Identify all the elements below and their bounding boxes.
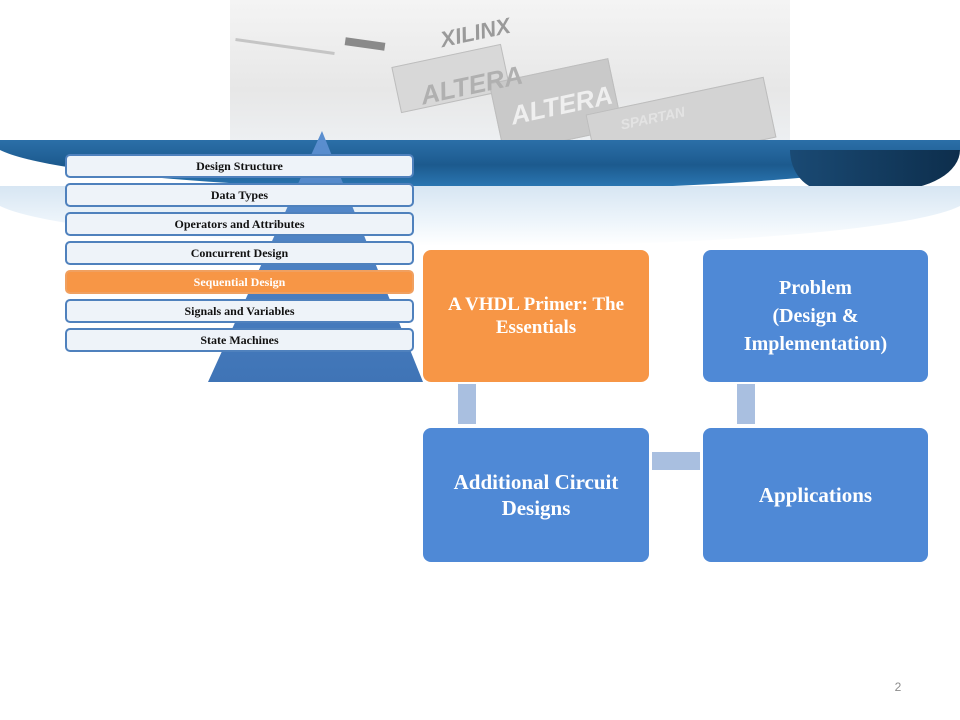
page-number: 2	[894, 680, 902, 694]
pyramid-layer: Sequential Design	[65, 270, 414, 294]
primer-label: A VHDL Primer: The Essentials	[447, 294, 625, 338]
pyramid-layer: Data Types	[65, 183, 414, 207]
applications-label: Applications	[758, 482, 873, 507]
pyramid-layer: State Machines	[65, 328, 414, 352]
connector-primer-additional	[458, 384, 476, 424]
pyramid-layer: Concurrent Design	[65, 241, 414, 265]
pyramid-layer: Signals and Variables	[65, 299, 414, 323]
pyramid-layer: Operators and Attributes	[65, 212, 414, 236]
primer-box: A VHDL Primer: The Essentials	[423, 250, 649, 382]
problem-subtitle: (Design & Implementation)	[743, 305, 888, 355]
additional-designs-label: Additional Circuit Designs	[453, 470, 619, 520]
connector-additional-applications	[652, 452, 700, 470]
connector-problem-applications	[737, 384, 755, 424]
additional-designs-box: Additional Circuit Designs	[423, 428, 649, 562]
problem-title: Problem	[779, 277, 852, 299]
applications-box: Applications	[703, 428, 928, 562]
pyramid-layer: Design Structure	[65, 154, 414, 178]
header-banner: XILINX ALTERA ALTERA SPARTAN	[0, 0, 960, 250]
problem-box: Problem (Design & Implementation)	[703, 250, 928, 382]
